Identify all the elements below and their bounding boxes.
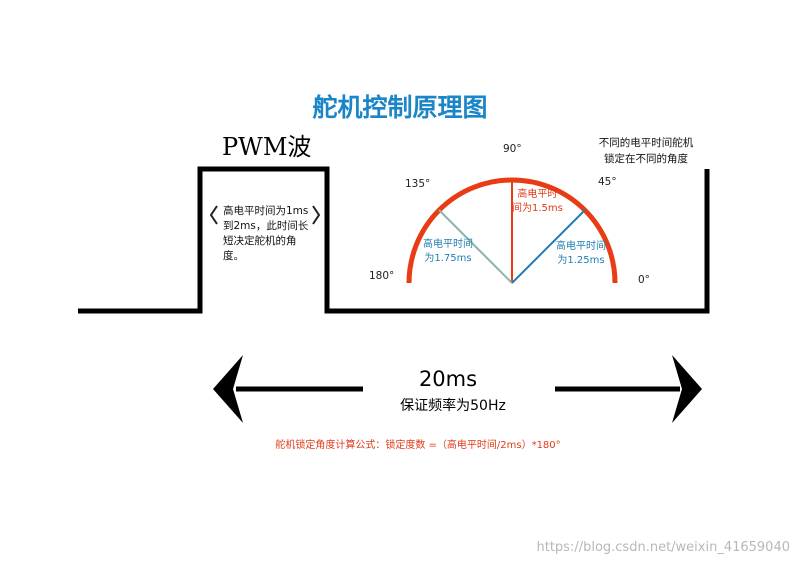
degree-0-label: 0°	[638, 274, 650, 286]
label-line: 高电平时间	[423, 239, 473, 250]
degree-135-label: 135°	[405, 178, 431, 190]
pwm-label: PWM波	[222, 133, 312, 161]
formula-text: 舵机锁定角度计算公式：锁定度数 =（高电平时间/2ms）*180°	[275, 440, 561, 451]
pulse-note-line: 高电平时间为1ms	[223, 205, 309, 217]
pulse-note-line: 度。	[223, 250, 244, 262]
page-title: 舵机控制原理图	[312, 93, 488, 122]
angle-note: 不同的电平时间舵机 锁定在不同的角度	[586, 135, 706, 167]
degree-90-label: 90°	[503, 143, 522, 155]
degree-45-label: 45°	[598, 176, 617, 188]
label-line: 高电平时间	[556, 241, 606, 252]
label-line: 为1.75ms	[424, 253, 472, 264]
spoke-135	[438, 209, 513, 284]
angle-note-line: 锁定在不同的角度	[604, 153, 688, 165]
degree-180-label: 180°	[369, 270, 395, 282]
pwm-waveform	[78, 166, 710, 314]
label-1-25ms: 高电平时间 为1.25ms	[556, 240, 606, 268]
pulse-note-line: 短决定舵机的角	[223, 235, 297, 247]
label-line: 高电平时	[517, 189, 558, 200]
spoke-45	[511, 209, 586, 284]
label-1-5ms: 高电平时 间为1.5ms	[512, 188, 563, 216]
label-line: 为1.25ms	[557, 255, 605, 266]
angle-note-line: 不同的电平时间舵机	[598, 137, 694, 149]
label-line: 间为1.5ms	[512, 203, 563, 214]
frequency-label: 保证频率为50Hz	[400, 398, 506, 414]
pulse-note: 高电平时间为1ms 到2ms，此时间长 短决定舵机的角 度。	[223, 204, 308, 264]
watermark: https://blog.csdn.net/weixin_41659040	[536, 540, 790, 555]
label-1-75ms: 高电平时间 为1.75ms	[423, 238, 473, 266]
period-label: 20ms	[418, 367, 478, 391]
left-arrow-icon	[213, 355, 243, 423]
right-chevron-icon	[312, 205, 321, 225]
pulse-note-line: 到2ms，此时间长	[223, 220, 309, 232]
left-chevron-icon	[209, 205, 218, 225]
right-arrow-icon	[672, 355, 702, 423]
